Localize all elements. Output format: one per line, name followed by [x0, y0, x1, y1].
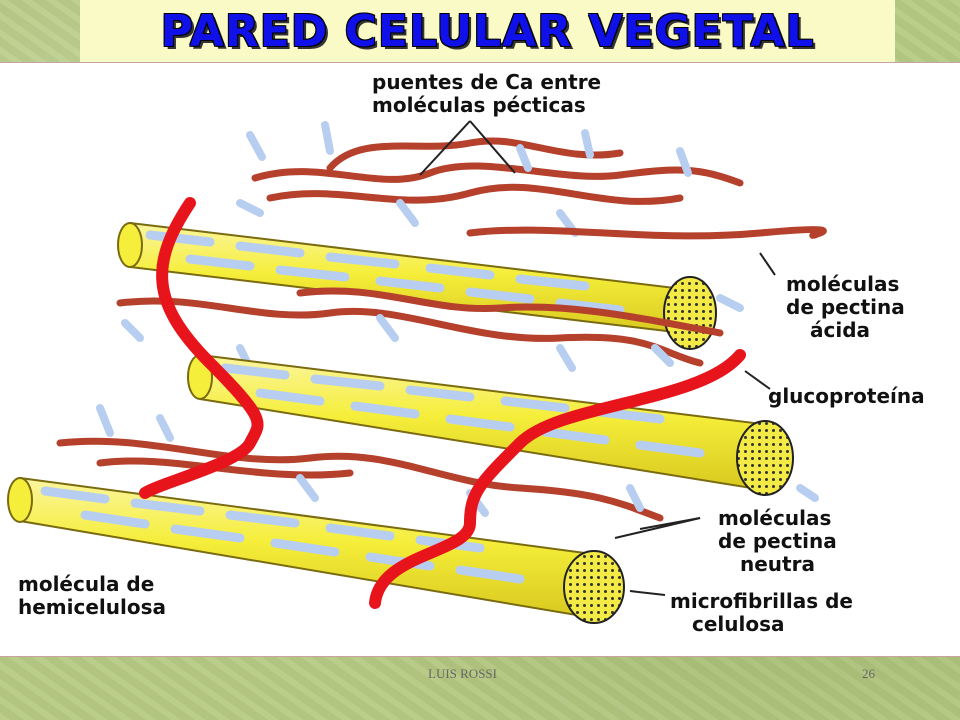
hemicellulose-branches-top	[236, 121, 692, 237]
label-acid-pectin: moléculas de pectina ácida	[786, 273, 905, 342]
cellulose-microfibril-3	[7, 476, 625, 624]
label-line: hemicelulosa	[18, 595, 167, 619]
label-leader-lines	[419, 120, 776, 596]
header-rule	[0, 62, 960, 63]
hemicellulose-branches-lower	[96, 404, 819, 517]
footer-author: LUIS ROSSI	[428, 666, 497, 681]
pectin-network-top	[251, 137, 744, 205]
pectin-network-middle	[116, 226, 827, 367]
label-line: ácida	[810, 318, 871, 342]
label-line: molécula de	[18, 572, 155, 596]
label-line: de pectina	[718, 529, 837, 553]
label-line: moléculas pécticas	[372, 93, 586, 117]
cell-wall-diagram: puentes de Ca entre moléculas pécticas m…	[0, 63, 960, 656]
slide-title: PARED CELULAR VEGETAL	[160, 5, 815, 57]
label-hemicellulose: molécula de hemicelulosa	[18, 573, 166, 619]
label-line: de pectina	[786, 295, 905, 319]
label-glycoprotein: glucoproteína	[768, 384, 925, 408]
footer-page-number: 26	[862, 666, 875, 681]
title-box: PARED CELULAR VEGETAL	[80, 0, 895, 62]
label-line: moléculas	[786, 272, 900, 296]
label-line: moléculas	[718, 506, 832, 530]
label-ca-bridges: puentes de Ca entre moléculas pécticas	[372, 71, 601, 117]
label-line: celulosa	[692, 612, 785, 636]
label-neutral-pectin: moléculas de pectina neutra	[718, 507, 837, 576]
label-line: puentes de Ca entre	[372, 70, 602, 94]
label-line: microfibrillas de	[670, 589, 853, 613]
cellulose-microfibril-1	[117, 221, 717, 350]
label-cellulose-microfibrils: microfibrillas de celulosa	[670, 590, 853, 636]
cellulose-microfibril-2	[187, 353, 794, 496]
label-line: neutra	[740, 552, 815, 576]
glycoprotein-strands	[139, 197, 746, 609]
cell-wall-illustration	[7, 120, 827, 624]
footer-rule	[0, 656, 960, 657]
